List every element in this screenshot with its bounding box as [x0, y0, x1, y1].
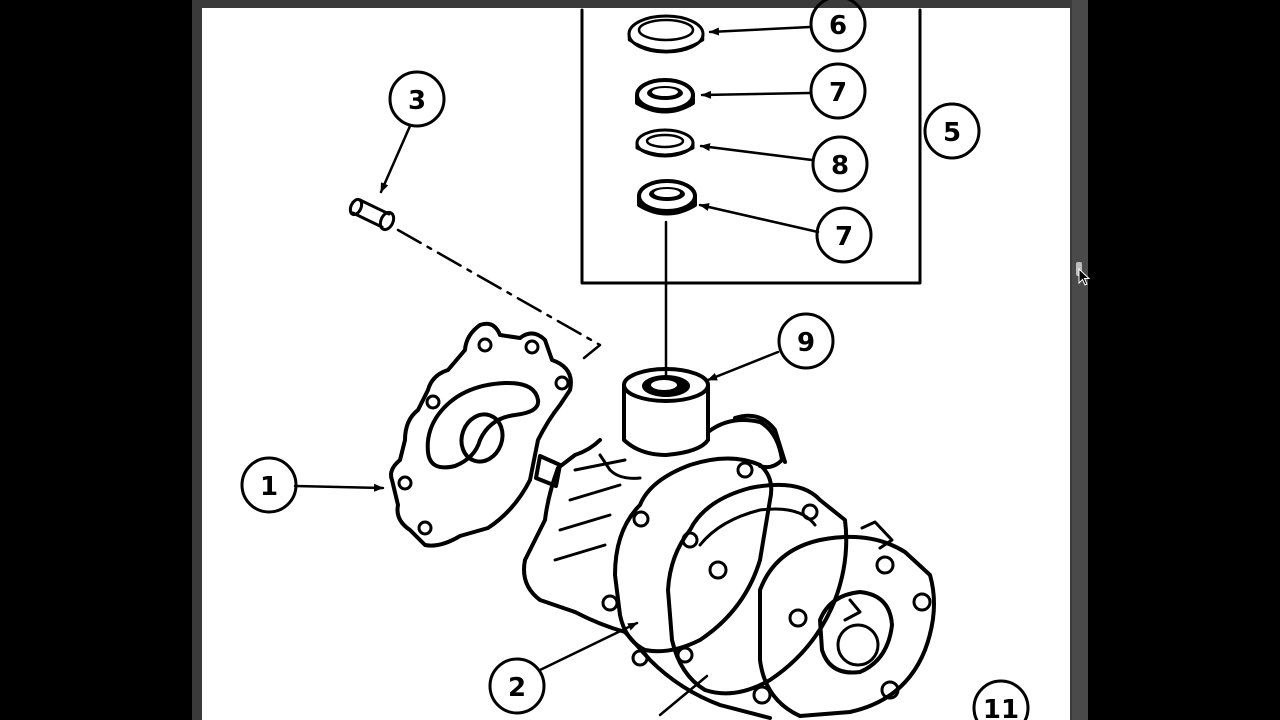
- seal-7-lower: [637, 179, 697, 216]
- dowel-pin-3: [348, 197, 396, 232]
- callout-7-lower-label: 7: [835, 222, 853, 252]
- callout-2-label: 2: [508, 673, 526, 703]
- mouse-cursor-icon: [1078, 268, 1090, 286]
- seal-kit-box: [580, 8, 922, 285]
- callout-8-label: 8: [831, 151, 849, 181]
- gasket-1: [389, 321, 573, 548]
- viewer-left-gutter: [0, 0, 192, 720]
- callout-2: 2: [488, 657, 546, 715]
- callout-7-upper: 7: [809, 62, 867, 120]
- leader-arrows: [293, 25, 820, 717]
- callout-3: 3: [388, 70, 446, 128]
- callout-7-lower: 7: [815, 206, 873, 264]
- callout-1: 1: [240, 456, 298, 514]
- seal-6: [627, 14, 705, 54]
- callout-9-label: 9: [797, 328, 815, 358]
- callout-8: 8: [811, 135, 869, 193]
- seal-7-upper: [635, 78, 695, 114]
- callout-9: 9: [777, 312, 835, 370]
- callout-1-label: 1: [260, 472, 278, 502]
- callout-6-label: 6: [829, 11, 847, 41]
- callout-5: 5: [923, 102, 981, 160]
- pump-housing: [522, 367, 936, 720]
- seal-8: [635, 128, 695, 158]
- callout-7-upper-label: 7: [829, 78, 847, 108]
- viewer-right-gutter: [1088, 0, 1280, 720]
- callout-3-label: 3: [408, 86, 426, 116]
- callout-5-label: 5: [943, 118, 961, 148]
- callout-6: 6: [809, 0, 867, 53]
- vertical-scrollbar[interactable]: [1072, 0, 1088, 720]
- callout-11: 11: [972, 679, 1030, 720]
- callout-11-label: 11: [983, 695, 1019, 720]
